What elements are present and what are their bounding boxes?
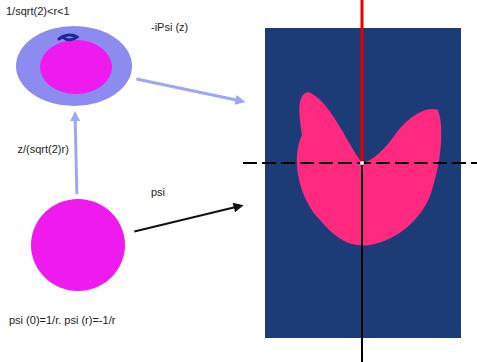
edge-label: z/(sqrt(2)r) [17, 143, 70, 156]
inner-ellipse [40, 40, 112, 94]
note-label: psi (0)=1/r. psi (r)=-1/r [8, 314, 116, 327]
real-axis [243, 162, 477, 164]
arrow-head [233, 203, 244, 213]
shape-outline [30, 198, 126, 292]
connector-arrow [136, 79, 237, 100]
image-region [297, 92, 442, 246]
edge-label: -iPsi (z) [150, 21, 189, 34]
outer-ellipse [16, 26, 132, 106]
plane-content [243, 0, 477, 362]
imaginary-axis-lower [361, 165, 363, 362]
connector-arrow [134, 207, 235, 231]
node-heading: 1/sqrt(2)<r<1 [5, 5, 71, 18]
arrow-head [70, 111, 80, 121]
image-plane [265, 28, 461, 338]
disk-region [30, 198, 126, 292]
shape-outline [265, 28, 461, 338]
connector-arrow [75, 119, 77, 194]
edge-label: psi [150, 186, 166, 199]
annulus-region: 1/sqrt(2)<r<1 [15, 25, 133, 107]
imaginary-axis-upper [361, 0, 364, 162]
disk-fill [31, 199, 125, 291]
arrow-head [235, 95, 246, 105]
scribble-mark [59, 35, 77, 40]
origin-dot [360, 161, 364, 165]
shape-outline [15, 25, 133, 107]
